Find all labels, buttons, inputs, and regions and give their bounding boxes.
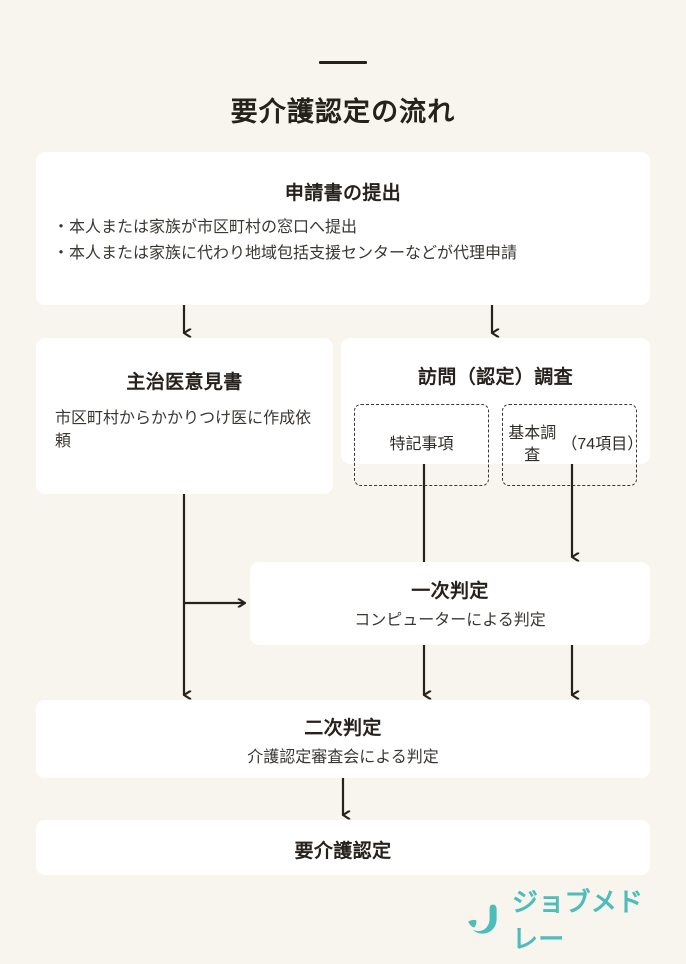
visit-survey-subitem-special-notes: 特記事項 [354, 404, 489, 486]
step-primary-decision-title: 一次判定 [411, 581, 489, 602]
step-doctor-opinion-box: 主治医意見書 市区町村からかかりつけ医に作成依頼 [36, 338, 333, 494]
jobmedley-j-mark-icon [468, 904, 497, 934]
visit-survey-subitem-basic-survey: 基本調査（74項目） [502, 404, 643, 486]
title-divider [319, 61, 367, 64]
step-result-title: 要介護認定 [294, 841, 392, 862]
step-visit-survey-box: 訪問（認定）調査 特記事項 基本調査（74項目） [341, 338, 650, 486]
bullet-item: ・本人または家族が市区町村の窓口へ提出 [53, 219, 358, 236]
step-doctor-opinion-description: 市区町村からかかりつけ医に作成依頼 [55, 410, 312, 451]
step-application-box: 申請書の提出 ・本人または家族が市区町村の窓口へ提出 ・本人または家族に代わり地… [36, 152, 650, 305]
bullet-item: ・本人または家族に代わり地域包括支援センターなどが代理申請 [53, 244, 518, 262]
step-visit-survey-title: 訪問（認定）調査 [417, 367, 574, 388]
step-application-title: 申請書の提出 [284, 183, 402, 204]
step-result-box: 要介護認定 [36, 820, 650, 875]
step-doctor-opinion-title: 主治医意見書 [126, 372, 243, 393]
step-primary-decision-description: コンピューターによる判定 [354, 612, 546, 629]
step-application-bullets: ・本人または家族が市区町村の窓口へ提出 ・本人または家族に代わり地域包括支援セン… [36, 215, 650, 267]
step-primary-decision-box: 一次判定 コンピューターによる判定 [250, 562, 650, 645]
visit-survey-subitems: 特記事項 基本調査（74項目） [354, 404, 643, 486]
step-secondary-decision-title: 二次判定 [304, 718, 382, 739]
page-title: 要介護認定の流れ [230, 97, 456, 127]
brand-logo: ジョブメドレー [466, 887, 656, 954]
brand-logo-text: ジョブメドレー [512, 887, 644, 954]
step-secondary-decision-box: 二次判定 介護認定審査会による判定 [36, 700, 650, 778]
step-secondary-decision-description: 介護認定審査会による判定 [247, 749, 439, 766]
